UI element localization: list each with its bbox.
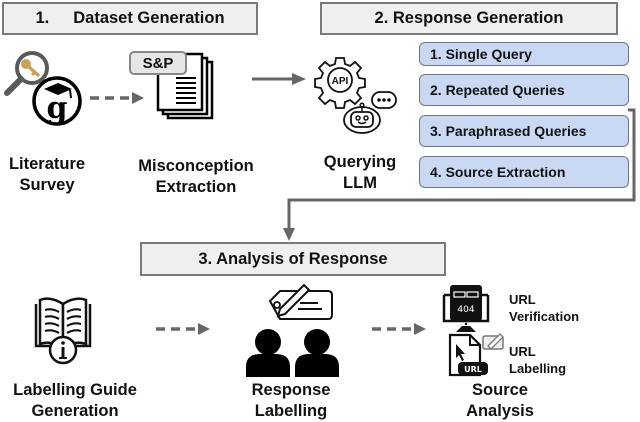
svg-text:g: g [47,91,68,126]
label-line: LLM [343,174,377,192]
label-line: Extraction [155,178,237,196]
query-type-label: 4. Source Extraction [430,164,566,180]
url-labelling-label: URL Labelling [509,343,566,377]
stage-title: 3. Analysis of Response [198,249,388,268]
svg-text:API: API [332,76,349,87]
labelling-guide-generation-label: Labelling Guide Generation [0,380,150,422]
chatbot-icon [343,91,397,134]
monitor-404-icon: 404 [442,285,490,332]
label-line: Response [251,381,331,399]
dashed-arrow-icon [156,323,210,335]
label-line: URL [509,344,536,359]
api-gear-icon: API [314,57,366,109]
literature-survey-label: Literature Survey [0,154,94,196]
people-labelling-icon [246,283,339,377]
label-line: Literature [8,155,86,173]
solid-arrow-icon [252,73,306,85]
stage-header-response-generation: 2. Response Generation [320,2,618,35]
label-line: Labelling [254,402,328,420]
label-line: Source [472,381,528,399]
querying-llm-label: Querying LLM [312,152,408,194]
misconception-extraction-label: Misconception Extraction [128,156,264,198]
dashed-arrow-icon [90,92,144,104]
label-line: URL [509,292,536,307]
label-line: Generation [31,402,119,420]
url-verification-label: URL Verification [509,291,579,325]
label-line: Misconception [138,157,254,175]
label-line: Querying [323,153,397,171]
label-line: Survey [19,176,75,194]
literature-search-icon: g [4,51,82,126]
label-line: Analysis [466,402,534,420]
stage-title: 2. Response Generation [374,9,564,27]
documents-icon [129,51,214,120]
svg-text:URL: URL [464,365,482,374]
query-type-repeated: 2. Repeated Queries [419,74,629,106]
guide-book-info-icon [34,297,92,365]
query-type-source-extraction: 4. Source Extraction [419,156,629,188]
svg-text:404: 404 [457,305,474,315]
response-labelling-label: Response Labelling [236,380,346,422]
query-type-single: 1. Single Query [419,42,629,66]
connector-arrow-icon [283,108,636,241]
stage-title: Dataset Generation [73,9,225,27]
query-type-paraphrased: 3. Paraphrased Queries [419,115,629,147]
label-line: Verification [509,309,580,324]
query-type-label: 1. Single Query [430,46,532,62]
stage-header-analysis-of-response: 3. Analysis of Response [140,242,446,276]
query-type-label: 2. Repeated Queries [430,82,565,98]
label-line: Labelling [509,361,567,376]
sp-badge: S&P [142,55,174,72]
label-line: Labelling Guide [13,381,137,399]
stage-header-dataset-generation: 1. Dataset Generation [2,2,258,35]
url-file-icon: URL [448,333,504,377]
stage-number: 1. [35,9,50,27]
query-type-label: 3. Paraphrased Queries [430,123,587,139]
dashed-arrow-icon [372,323,426,335]
source-analysis-label: Source Analysis [448,380,552,422]
